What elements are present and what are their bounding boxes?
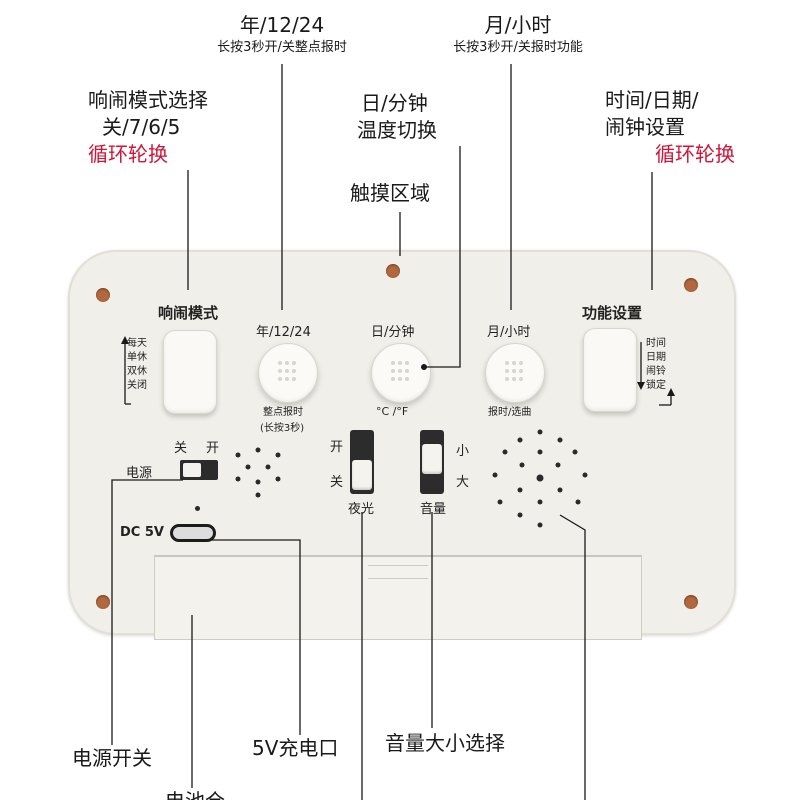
alarm-option: 单休: [127, 352, 147, 363]
power-label: 电源: [126, 466, 153, 481]
callout-month-hour: 月/小时 长按3秒开/关报时功能: [428, 12, 608, 56]
night-light-label: 夜光: [348, 502, 375, 517]
alarm-option: 关闭: [127, 380, 147, 391]
function-options: 时间 日期 闹铃 锁定: [646, 337, 666, 393]
hold-three-seconds-label: (长按3秒): [260, 423, 305, 434]
callout-alarm-mode-line3: 循环轮换: [88, 142, 168, 166]
alarm-mode-label: 响闹模式: [158, 304, 219, 322]
button-dimples: [278, 361, 523, 381]
callout-month-hour-title: 月/小时: [484, 13, 552, 37]
callout-volume-select: 音量大小选择: [385, 731, 505, 755]
alarm-mode-options: 每天 单休 双休 关闭: [117, 337, 147, 393]
battery-cover[interactable]: [154, 555, 642, 640]
callout-alarm-mode-line2: 关/7/6/5: [102, 115, 181, 139]
large-speaker-grille: [492, 429, 588, 528]
alarm-mode-button[interactable]: [163, 330, 217, 414]
power-switch-knob: [183, 463, 201, 477]
power-off-label: 关: [174, 441, 188, 456]
night-light-on-label: 开: [330, 440, 344, 455]
small-speaker-grille: [235, 447, 281, 498]
day-minute-button[interactable]: [371, 343, 431, 403]
alarm-option: 双休: [127, 366, 147, 377]
chime-song-select-label: 报时/选曲: [488, 407, 532, 418]
callout-function-setting-line3: 循环轮换: [655, 142, 735, 166]
volume-big-label: 大: [456, 475, 470, 490]
volume-switch-knob: [422, 444, 442, 474]
callout-year-mode-title: 年/12/24: [239, 13, 325, 37]
alarm-option: 每天: [127, 338, 147, 349]
hourly-chime-label: 整点报时: [263, 407, 303, 418]
callout-alarm-mode: 响闹模式选择 关/7/6/5 循环轮换: [88, 87, 208, 168]
volume-label: 音量: [420, 502, 447, 517]
callout-month-hour-sub: 长按3秒开/关报时功能: [453, 40, 583, 55]
function-setting-label: 功能设置: [582, 304, 643, 322]
screw-hole-bottom-right: [684, 595, 698, 609]
callout-year-mode: 年/12/24 长按3秒开/关整点报时: [192, 12, 372, 56]
callout-day-minute: 日/分钟 温度切换: [357, 90, 437, 144]
function-option: 锁定: [646, 380, 666, 391]
power-switch[interactable]: [180, 460, 218, 480]
screw-hole-top-left: [96, 288, 110, 302]
callout-day-minute-line2: 温度切换: [357, 118, 437, 142]
callout-charge-port: 5V充电口: [252, 736, 339, 760]
power-on-label: 开: [206, 441, 220, 456]
callout-bottom-partial: 电池仓: [165, 788, 225, 800]
day-minute-button-label: 日/分钟: [371, 325, 415, 340]
temperature-unit-label: °C /°F: [376, 405, 409, 418]
callout-function-setting-line1: 时间/日期/: [605, 88, 699, 112]
function-option: 日期: [646, 352, 666, 363]
night-light-off-label: 关: [330, 475, 344, 490]
usb-c-port[interactable]: [170, 524, 216, 542]
month-hour-button-label: 月/小时: [487, 325, 531, 340]
night-light-switch[interactable]: [350, 430, 374, 494]
volume-small-label: 小: [456, 444, 470, 459]
dc-5v-label: DC 5V: [120, 525, 164, 540]
month-hour-button[interactable]: [485, 343, 545, 403]
screw-hole-top-center: [386, 264, 400, 278]
indicator-dot: [195, 506, 200, 511]
screw-hole-bottom-left: [96, 595, 110, 609]
battery-cover-grip: [368, 565, 428, 579]
volume-switch[interactable]: [420, 430, 444, 494]
screw-hole-top-right: [684, 278, 698, 292]
callout-alarm-mode-line1: 响闹模式选择: [88, 88, 208, 112]
callout-function-setting: 时间/日期/ 闹钟设置 循环轮换: [605, 87, 735, 168]
year-mode-button[interactable]: [258, 343, 318, 403]
night-light-switch-knob: [352, 460, 372, 490]
callout-function-setting-line2: 闹钟设置: [605, 115, 685, 139]
function-setting-button[interactable]: [583, 328, 637, 412]
callout-day-minute-line1: 日/分钟: [361, 91, 428, 115]
callout-touch-area: 触摸区域: [350, 181, 430, 205]
function-option: 闹铃: [646, 366, 666, 377]
function-option: 时间: [646, 338, 666, 349]
year-mode-button-label: 年/12/24: [256, 325, 311, 340]
callout-power-switch: 电源开关: [72, 746, 152, 770]
callout-year-mode-sub: 长按3秒开/关整点报时: [217, 40, 347, 55]
